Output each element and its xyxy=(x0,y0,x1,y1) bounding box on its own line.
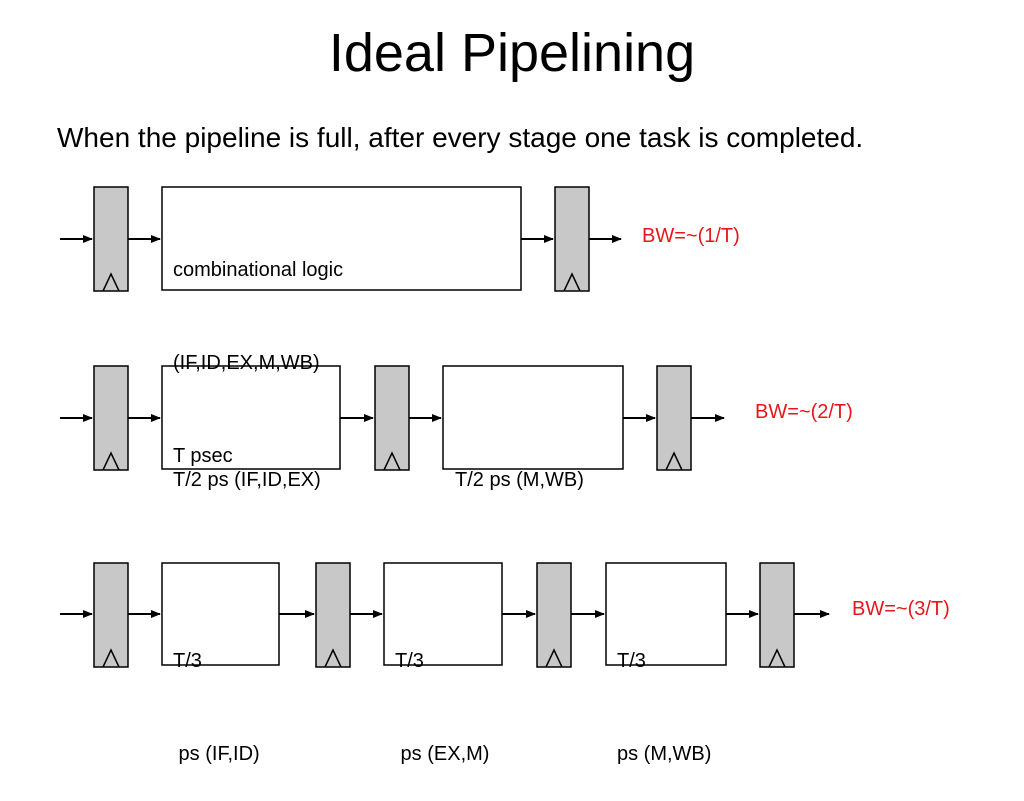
bandwidth-label: BW=~(3/T) xyxy=(852,598,950,620)
stage-label: T/2 ps (M,WB) xyxy=(455,403,584,527)
bandwidth-label: BW=~(1/T) xyxy=(642,225,740,247)
slide-subtitle: When the pipeline is full, after every s… xyxy=(57,122,864,153)
pipeline-register xyxy=(93,365,129,471)
bandwidth-label: BW=~(2/T) xyxy=(755,401,853,423)
stage-label-line: (IF,ID,EX,M,WB) xyxy=(173,352,320,374)
stage-label-line: ps (IF,ID) xyxy=(173,743,260,765)
pipeline-register xyxy=(315,562,351,668)
pipeline-register xyxy=(536,562,572,668)
stage-box xyxy=(161,186,522,291)
stage-label-line: T/2 ps (IF,ID,EX) xyxy=(173,469,321,491)
stage-label: T/3 ps (IF,ID) xyxy=(173,584,260,801)
pipeline-row-2 xyxy=(60,365,725,471)
stage-box xyxy=(161,365,341,470)
stage-box xyxy=(161,562,280,666)
stage-label-line: ps (EX,M) xyxy=(395,743,490,765)
stage-label-line: T/3 xyxy=(617,650,646,672)
pipeline-register xyxy=(759,562,795,668)
pipeline-register xyxy=(554,186,590,292)
stage-label-line: T/3 xyxy=(173,650,202,672)
stage-label-line: ps (M,WB) xyxy=(617,743,712,765)
slide-title: Ideal Pipelining xyxy=(328,23,696,83)
stage-box xyxy=(383,562,503,666)
stage-label: T/3 ps (EX,M) xyxy=(395,584,489,801)
pipeline-register xyxy=(656,365,692,471)
stage-label-line: T/3 xyxy=(395,650,424,672)
pipeline-register xyxy=(374,365,410,471)
pipeline-register xyxy=(93,186,129,292)
pipeline-row-1 xyxy=(60,186,622,292)
stage-label: T/3 ps (M,WB) xyxy=(617,584,711,801)
stage-label-line: T psec xyxy=(173,445,233,467)
stage-box xyxy=(605,562,727,666)
stage-box xyxy=(442,365,624,470)
pipeline-register xyxy=(93,562,129,668)
stage-label-line: combinational logic xyxy=(173,259,344,281)
stage-label: combinational logic (IF,ID,EX,M,WB) T ps… xyxy=(173,193,343,503)
pipeline-row-3 xyxy=(60,562,830,668)
stage-label: T/2 ps (IF,ID,EX) xyxy=(173,403,321,527)
stage-label-line: T/2 ps (M,WB) xyxy=(455,469,584,491)
pipeline-diagram xyxy=(60,186,830,668)
